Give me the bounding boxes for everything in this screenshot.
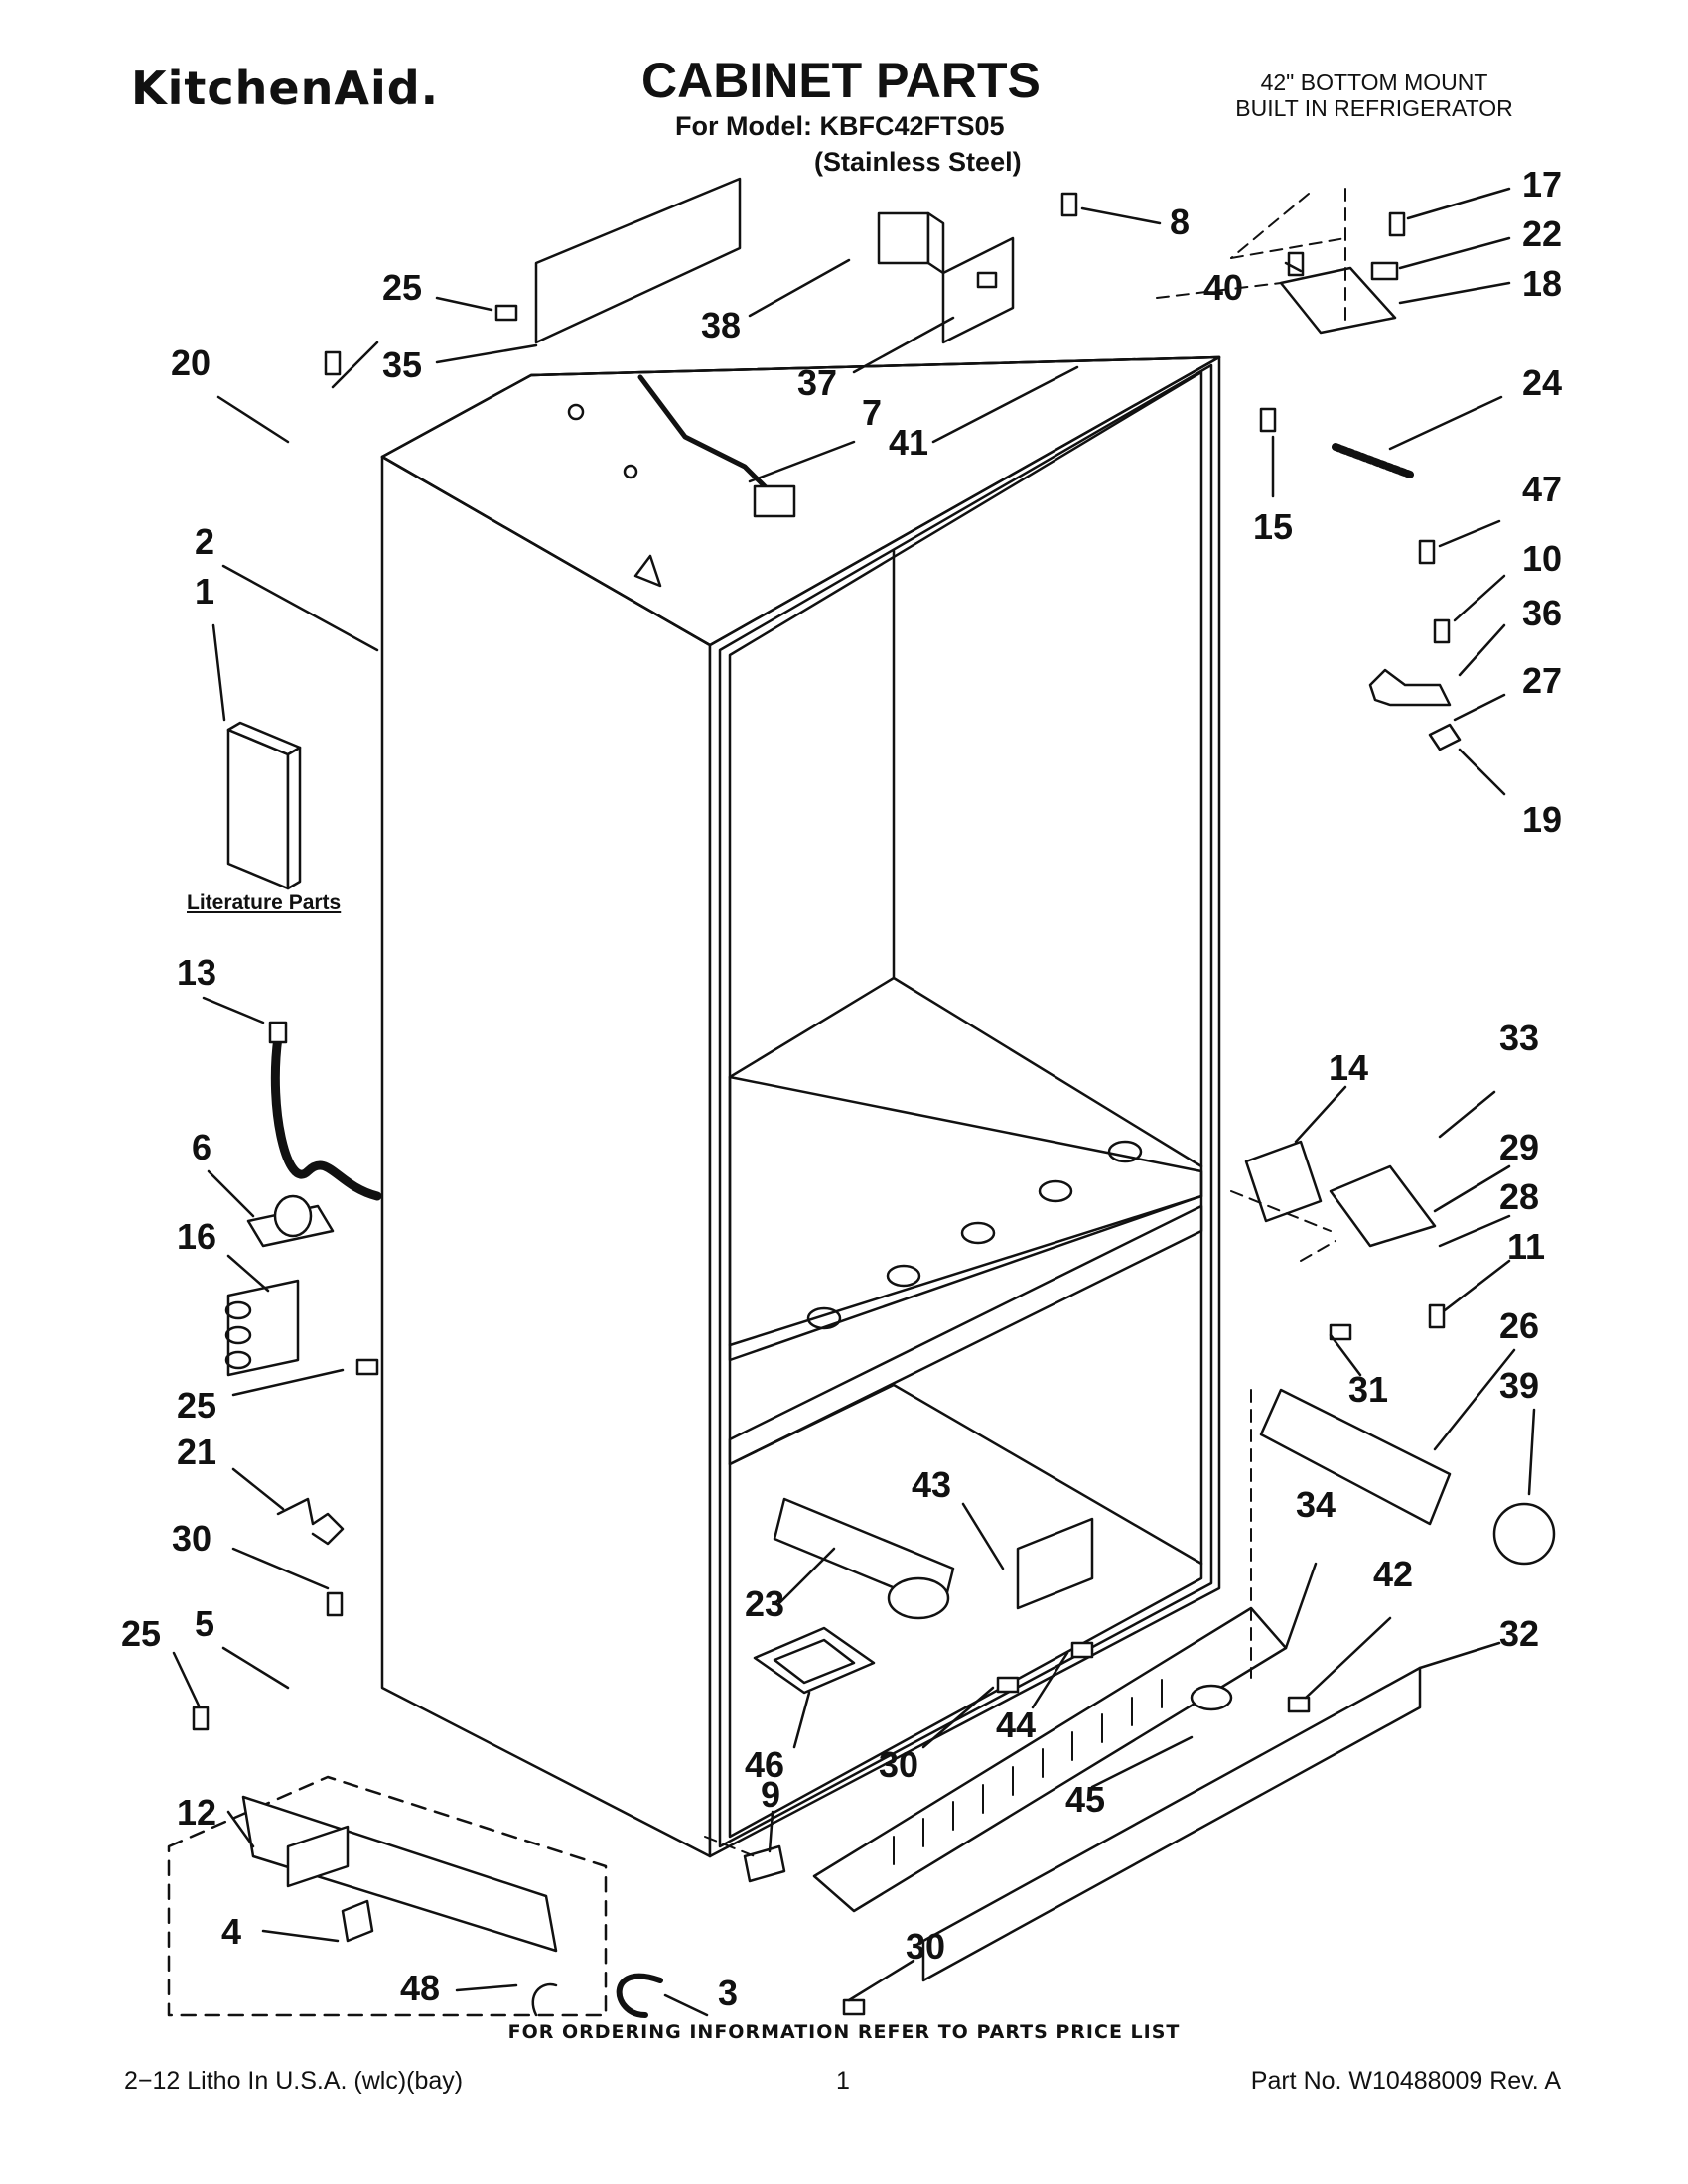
water-filter-icon bbox=[1259, 1388, 1556, 1566]
callout-34: 34 bbox=[1296, 1484, 1336, 1525]
tube-bracket-icon bbox=[224, 1279, 300, 1377]
callout-4: 4 bbox=[221, 1911, 242, 1952]
product-description: 42" BOTTOM MOUNT BUILT IN REFRIGERATOR bbox=[1196, 69, 1553, 121]
callout-2: 2 bbox=[195, 521, 215, 562]
callout-48: 48 bbox=[400, 1968, 441, 2008]
callout-42: 42 bbox=[1373, 1554, 1414, 1594]
callout-24: 24 bbox=[1522, 362, 1563, 403]
page-title: CABINET PARTS bbox=[641, 53, 1041, 108]
assembly-guide-lines bbox=[704, 188, 1346, 1857]
callout-22: 22 bbox=[1522, 213, 1563, 254]
callout-23: 23 bbox=[745, 1583, 785, 1624]
callout-8: 8 bbox=[1170, 202, 1191, 242]
evaporator-assembly-icon bbox=[773, 1497, 1094, 1620]
callout-9: 9 bbox=[761, 1774, 781, 1815]
callout-6: 6 bbox=[192, 1127, 212, 1167]
callout-5: 5 bbox=[195, 1603, 215, 1644]
drain-tray-icon bbox=[753, 1626, 876, 1695]
toe-grille-icon bbox=[921, 1666, 1422, 1982]
litho-info: 2−12 Litho In U.S.A. (wlc)(bay) bbox=[124, 2067, 464, 2095]
callout-28: 28 bbox=[1499, 1176, 1540, 1217]
callout-20: 20 bbox=[171, 342, 211, 383]
callout-25: 25 bbox=[382, 267, 423, 308]
model-number: For Model: KBFC42FTS05 bbox=[675, 111, 1005, 141]
water-tube-icon bbox=[268, 1021, 382, 1201]
callout-14: 14 bbox=[1329, 1047, 1369, 1088]
callout-27: 27 bbox=[1522, 660, 1563, 701]
spring-icon bbox=[1332, 443, 1414, 478]
callout-12: 12 bbox=[177, 1792, 217, 1833]
callout-44: 44 bbox=[996, 1705, 1037, 1745]
model-variant: (Stainless Steel) bbox=[814, 147, 1022, 177]
callout-29: 29 bbox=[1499, 1127, 1540, 1167]
product-line-2: BUILT IN REFRIGERATOR bbox=[1235, 95, 1513, 121]
callout-47: 47 bbox=[1522, 469, 1563, 509]
screw-icons bbox=[192, 192, 1451, 2016]
door-closer-bracket-icon bbox=[1368, 668, 1462, 751]
cable-tie-icon bbox=[616, 1973, 663, 2018]
callout-35: 35 bbox=[382, 344, 423, 385]
callout-43: 43 bbox=[912, 1464, 952, 1505]
callout-13: 13 bbox=[177, 952, 217, 993]
leader-arrows bbox=[172, 187, 1536, 2017]
callout-1: 1 bbox=[195, 571, 215, 612]
callout-11: 11 bbox=[1507, 1226, 1546, 1267]
callout-7: 7 bbox=[862, 392, 883, 433]
cabinet-body bbox=[380, 355, 1221, 1858]
callout-39: 39 bbox=[1499, 1365, 1540, 1406]
center-hinge-icon bbox=[1244, 1140, 1437, 1248]
literature-book-icon bbox=[226, 721, 302, 890]
callout-30: 30 bbox=[879, 1744, 919, 1785]
callout-31: 31 bbox=[1348, 1369, 1389, 1410]
callout-15: 15 bbox=[1253, 506, 1294, 547]
callout-30: 30 bbox=[906, 1926, 946, 1967]
callout-33: 33 bbox=[1499, 1018, 1540, 1058]
callout-40: 40 bbox=[1203, 267, 1244, 308]
rear-panel bbox=[534, 177, 742, 344]
callout-37: 37 bbox=[797, 362, 838, 403]
callout-46: 46 bbox=[745, 1744, 785, 1785]
clip-icon bbox=[246, 1194, 335, 1248]
callout-16: 16 bbox=[177, 1216, 217, 1257]
mounting-bracket-icon bbox=[941, 236, 1015, 344]
brand-logo: KitchenAid. bbox=[131, 62, 440, 115]
callout-10: 10 bbox=[1522, 538, 1563, 579]
callout-26: 26 bbox=[1499, 1305, 1540, 1346]
callout-36: 36 bbox=[1522, 593, 1563, 633]
leveler-bracket-icon bbox=[743, 1844, 786, 1883]
callout-30: 30 bbox=[172, 1518, 212, 1559]
callout-21: 21 bbox=[177, 1432, 217, 1472]
callout-38: 38 bbox=[701, 305, 742, 345]
callout-25: 25 bbox=[121, 1613, 162, 1654]
page-number: 1 bbox=[836, 2067, 850, 2095]
hinge-bracket-icon bbox=[276, 1497, 345, 1546]
top-hinge-plate-icon bbox=[1279, 261, 1399, 335]
literature-parts-label: Literature Parts bbox=[187, 891, 342, 914]
callout-17: 17 bbox=[1522, 164, 1563, 205]
callout-18: 18 bbox=[1522, 263, 1563, 304]
ordering-note: FOR ORDERING INFORMATION REFER TO PARTS … bbox=[507, 2021, 1181, 2043]
callout-3: 3 bbox=[718, 1973, 739, 2013]
base-frame-assembly bbox=[167, 1775, 608, 2017]
callout-19: 19 bbox=[1522, 799, 1563, 840]
callout-45: 45 bbox=[1065, 1779, 1106, 1820]
product-line-1: 42" BOTTOM MOUNT bbox=[1260, 69, 1488, 95]
callout-32: 32 bbox=[1499, 1613, 1540, 1654]
part-number: Part No. W10488009 Rev. A bbox=[1250, 2067, 1561, 2095]
callout-25: 25 bbox=[177, 1385, 217, 1426]
control-box-icon bbox=[877, 211, 945, 275]
callout-41: 41 bbox=[889, 422, 929, 463]
wire-harness-icon bbox=[637, 374, 796, 518]
